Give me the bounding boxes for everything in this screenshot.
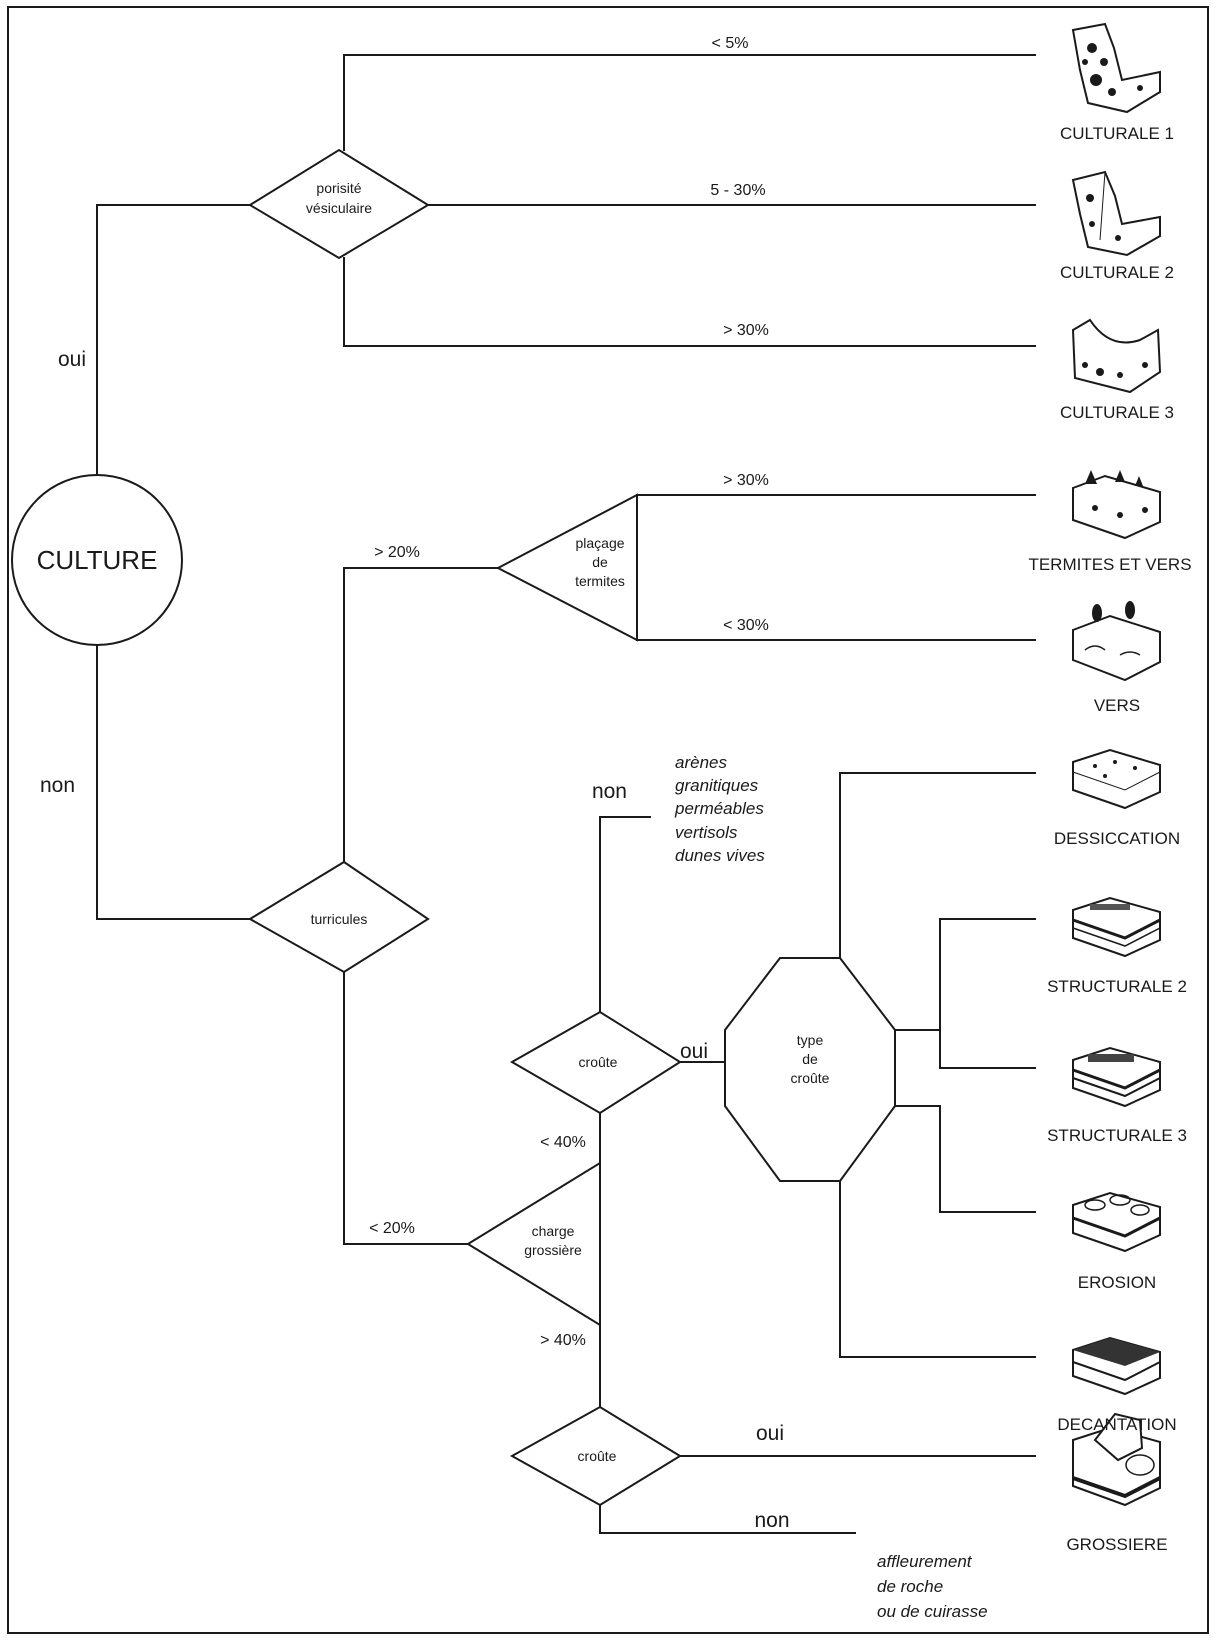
edge-dessiccation — [839, 772, 1036, 959]
label-oui-bottom: oui — [756, 1422, 784, 1445]
vers-block-icon — [1072, 601, 1161, 682]
type-croute-label-2: de — [802, 1051, 818, 1067]
edge-gt20 — [343, 567, 499, 863]
result-dessiccation: DESSICCATION — [1054, 829, 1180, 848]
grossiere-block-icon — [1072, 1412, 1161, 1507]
result-culturale-1: CULTURALE 1 — [1060, 124, 1174, 143]
edge-non — [96, 644, 251, 920]
erosion-block-icon — [1072, 1191, 1161, 1253]
note-non-mid-2: granitiques — [675, 776, 759, 795]
label-non-mid: non — [592, 780, 627, 803]
structurale-2-block-icon — [1072, 896, 1161, 958]
culture-node — [11, 474, 183, 646]
label-non: non — [40, 774, 75, 797]
turricules-decision — [248, 860, 430, 974]
note-non-bottom-3: ou de cuirasse — [877, 1602, 988, 1621]
result-structurale-3: STRUCTURALE 3 — [1047, 1126, 1187, 1145]
result-grossiere: GROSSIERE — [1066, 1535, 1167, 1554]
edge-gt30-porosite — [343, 257, 1036, 347]
edge-non-bottom — [599, 1504, 856, 1534]
result-decantation: DECANTATION — [1057, 1415, 1176, 1434]
edge-lt20 — [343, 971, 469, 1245]
note-non-mid-3: perméables — [674, 799, 764, 818]
label-lt40: < 40% — [540, 1134, 586, 1151]
croute-bottom-decision — [509, 1405, 682, 1507]
placage-label-2: de — [592, 554, 608, 570]
result-labels: CULTURALE 1 CULTURALE 2 CULTURALE 3 TERM… — [1028, 124, 1191, 1554]
porosite-decision — [248, 148, 430, 260]
edge-oui — [96, 204, 251, 476]
edge-decantation — [839, 1180, 1036, 1358]
label-gt30-placage: > 30% — [723, 472, 769, 489]
decantation-block-icon — [1072, 1336, 1161, 1396]
connectors — [96, 54, 1036, 1534]
croute-top-label: croûte — [579, 1054, 618, 1070]
note-non-mid-1: arènes — [675, 753, 727, 772]
turricules-label: turricules — [311, 911, 368, 927]
label-oui: oui — [58, 348, 86, 371]
label-gt30-porosite: > 30% — [723, 322, 769, 339]
type-croute-decision — [724, 957, 896, 1182]
label-oui-mid: oui — [680, 1040, 708, 1063]
notes: arènes granitiques perméables vertisols … — [674, 753, 988, 1621]
note-non-mid-5: dunes vives — [675, 846, 765, 865]
result-vers: VERS — [1094, 696, 1140, 715]
note-non-bottom-2: de roche — [877, 1577, 943, 1596]
termites-et-vers-block-icon — [1072, 470, 1161, 540]
charge-label-2: grossière — [524, 1242, 582, 1258]
porosite-label-2: vésiculaire — [306, 200, 372, 216]
culturale-3-block-icon — [1071, 318, 1162, 394]
croute-bottom-label: croûte — [578, 1448, 617, 1464]
label-gt20: > 20% — [374, 544, 420, 561]
dessiccation-block-icon — [1072, 748, 1161, 810]
edge-erosion — [894, 1105, 1036, 1213]
porosite-label-1: porisité — [316, 180, 361, 196]
label-lt30-placage: < 30% — [723, 617, 769, 634]
croute-top-decision — [509, 1010, 682, 1115]
label-lt20: < 20% — [369, 1220, 415, 1237]
type-croute-label-3: croûte — [791, 1070, 830, 1086]
result-termites-et-vers: TERMITES ET VERS — [1028, 555, 1191, 574]
culture-label: CULTURE — [37, 545, 158, 575]
note-non-bottom-1: affleurement — [877, 1552, 973, 1571]
label-non-bottom: non — [754, 1509, 789, 1532]
charge-label-1: charge — [532, 1223, 575, 1239]
charge-decision — [466, 1161, 601, 1327]
note-non-mid-4: vertisols — [675, 823, 738, 842]
placage-label-1: plaçage — [575, 535, 624, 551]
result-culturale-3: CULTURALE 3 — [1060, 403, 1174, 422]
result-erosion: EROSION — [1078, 1273, 1156, 1292]
edge-structurale-3 — [939, 1029, 1036, 1069]
label-lt5: < 5% — [712, 35, 749, 52]
culturale-2-block-icon — [1071, 170, 1161, 257]
result-structurale-2: STRUCTURALE 2 — [1047, 977, 1187, 996]
placage-label-3: termites — [575, 573, 625, 589]
nodes: CULTURE porisité vésiculaire plaçage de … — [11, 148, 896, 1507]
type-croute-label-1: type — [797, 1032, 824, 1048]
label-gt40: > 40% — [540, 1332, 586, 1349]
structurale-3-block-icon — [1072, 1046, 1161, 1108]
placage-decision — [495, 493, 638, 642]
diagram-border — [7, 6, 1209, 1634]
result-icons — [1071, 22, 1162, 1507]
edge-structurale-2 — [894, 918, 1036, 1031]
culturale-1-block-icon — [1071, 22, 1161, 114]
edge-labels: oui non < 5% 5 - 30% > 30% > 30% < 30% >… — [40, 35, 790, 1532]
label-5-30: 5 - 30% — [710, 182, 765, 199]
edge-lt5 — [343, 54, 1036, 151]
edge-non-mid — [599, 816, 651, 1013]
result-culturale-2: CULTURALE 2 — [1060, 263, 1174, 282]
